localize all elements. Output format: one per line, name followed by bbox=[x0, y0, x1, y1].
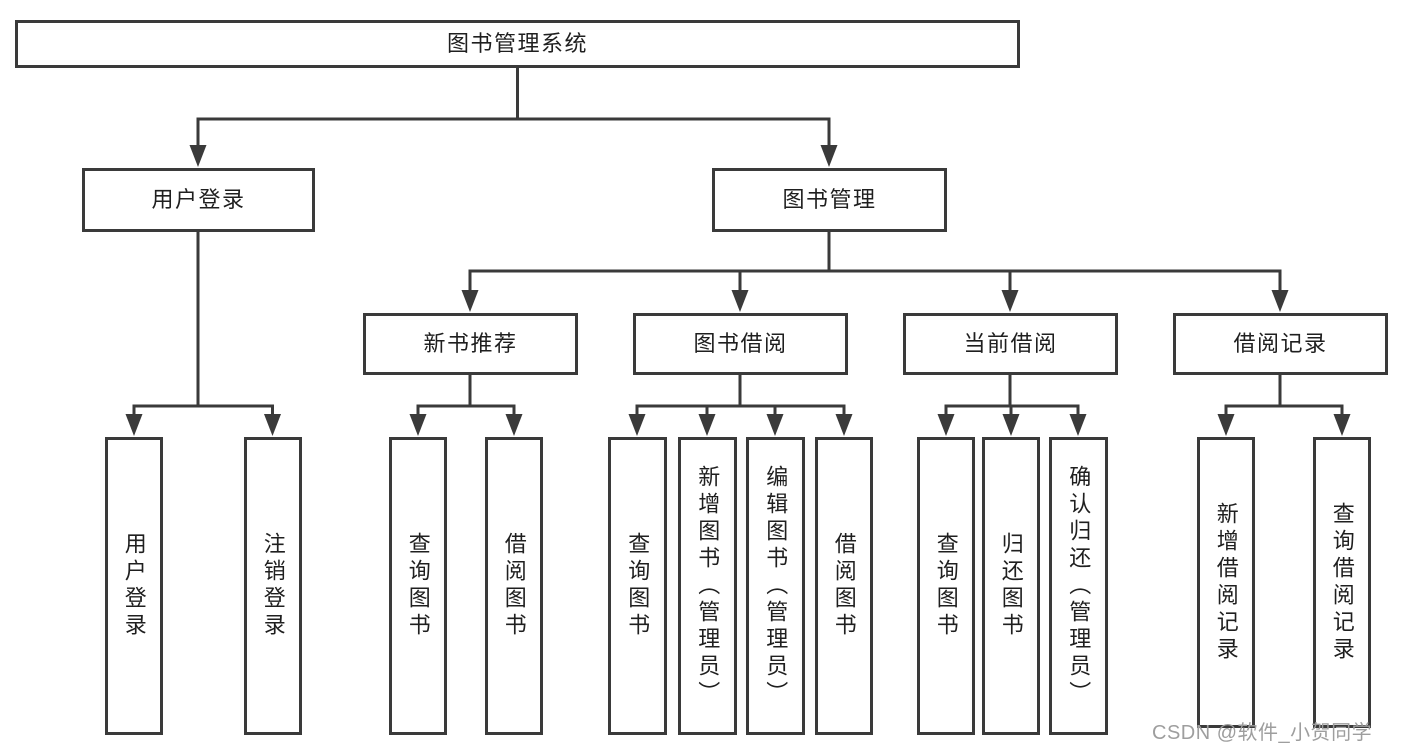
node-leaf-logout: 注销登录 bbox=[244, 437, 302, 735]
node-leaf-user-login: 用户登录 bbox=[105, 437, 163, 735]
node-br-query-record: 查询借阅记录 bbox=[1313, 437, 1371, 728]
node-cb-query-books: 查询图书 bbox=[917, 437, 975, 735]
connector-user-login-children bbox=[125, 232, 281, 436]
node-cb-return-books: 归还图书 bbox=[982, 437, 1040, 735]
connector-root-to-branches bbox=[189, 68, 838, 167]
node-book-borrow: 图书借阅 bbox=[633, 313, 848, 375]
connector-borrow-records-children bbox=[1217, 375, 1351, 436]
node-new-book-recommend: 新书推荐 bbox=[363, 313, 578, 375]
node-library-system: 图书管理系统 bbox=[15, 20, 1020, 68]
node-br-add-record: 新增借阅记录 bbox=[1197, 437, 1255, 728]
node-borrow-records: 借阅记录 bbox=[1173, 313, 1388, 375]
node-bb-borrow-books: 借阅图书 bbox=[815, 437, 873, 735]
node-nb-borrow-books: 借阅图书 bbox=[485, 437, 543, 735]
node-bb-add-books-admin: 新增图书（管理员） bbox=[678, 437, 737, 735]
connector-new-book-children bbox=[409, 375, 523, 436]
node-book-management: 图书管理 bbox=[712, 168, 947, 232]
node-nb-query-books: 查询图书 bbox=[389, 437, 447, 735]
node-bb-edit-books-admin: 编辑图书（管理员） bbox=[746, 437, 805, 735]
node-current-borrow: 当前借阅 bbox=[903, 313, 1118, 375]
node-bb-query-books: 查询图书 bbox=[608, 437, 667, 735]
node-user-login-branch: 用户登录 bbox=[82, 168, 315, 232]
connector-book-management-modules bbox=[461, 232, 1289, 312]
connector-current-borrow-children bbox=[937, 375, 1087, 436]
node-cb-confirm-return-admin: 确认归还（管理员） bbox=[1049, 437, 1108, 735]
connector-book-borrow-children bbox=[628, 375, 853, 436]
csdn-watermark: CSDN @软件_小贺同学 bbox=[1152, 722, 1373, 744]
